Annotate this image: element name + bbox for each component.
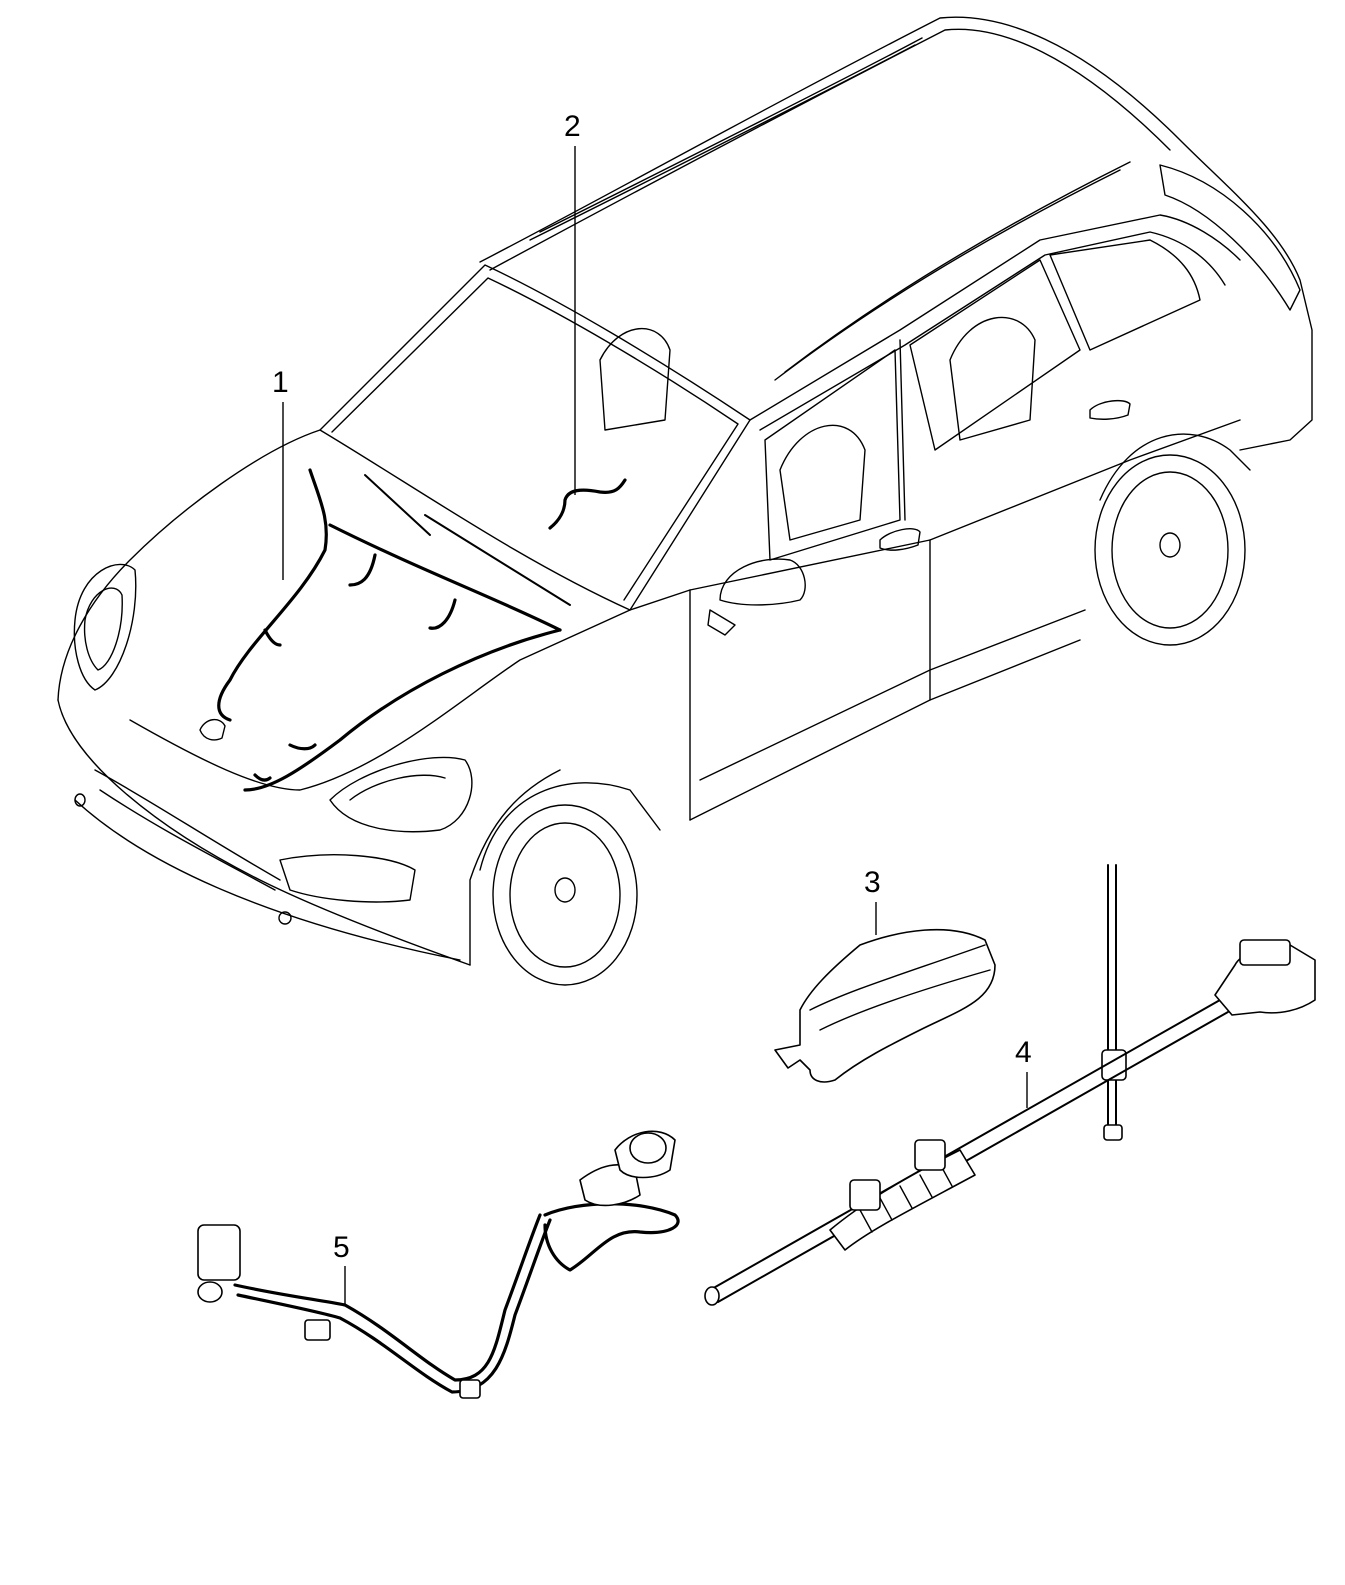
callout-2: 2 xyxy=(564,110,581,143)
cable-harness-icon xyxy=(704,864,1316,1306)
cabin-wiring-harness xyxy=(548,478,627,530)
hood-wiring-harness xyxy=(217,468,562,792)
sensor-harness-icon xyxy=(197,1130,680,1399)
cover-part-icon xyxy=(774,928,996,1083)
callout-3: 3 xyxy=(864,866,881,899)
callout-4: 4 xyxy=(1015,1036,1032,1069)
callout-5: 5 xyxy=(333,1231,350,1264)
callout-1: 1 xyxy=(272,366,289,399)
car-body-illustration xyxy=(57,16,1313,986)
